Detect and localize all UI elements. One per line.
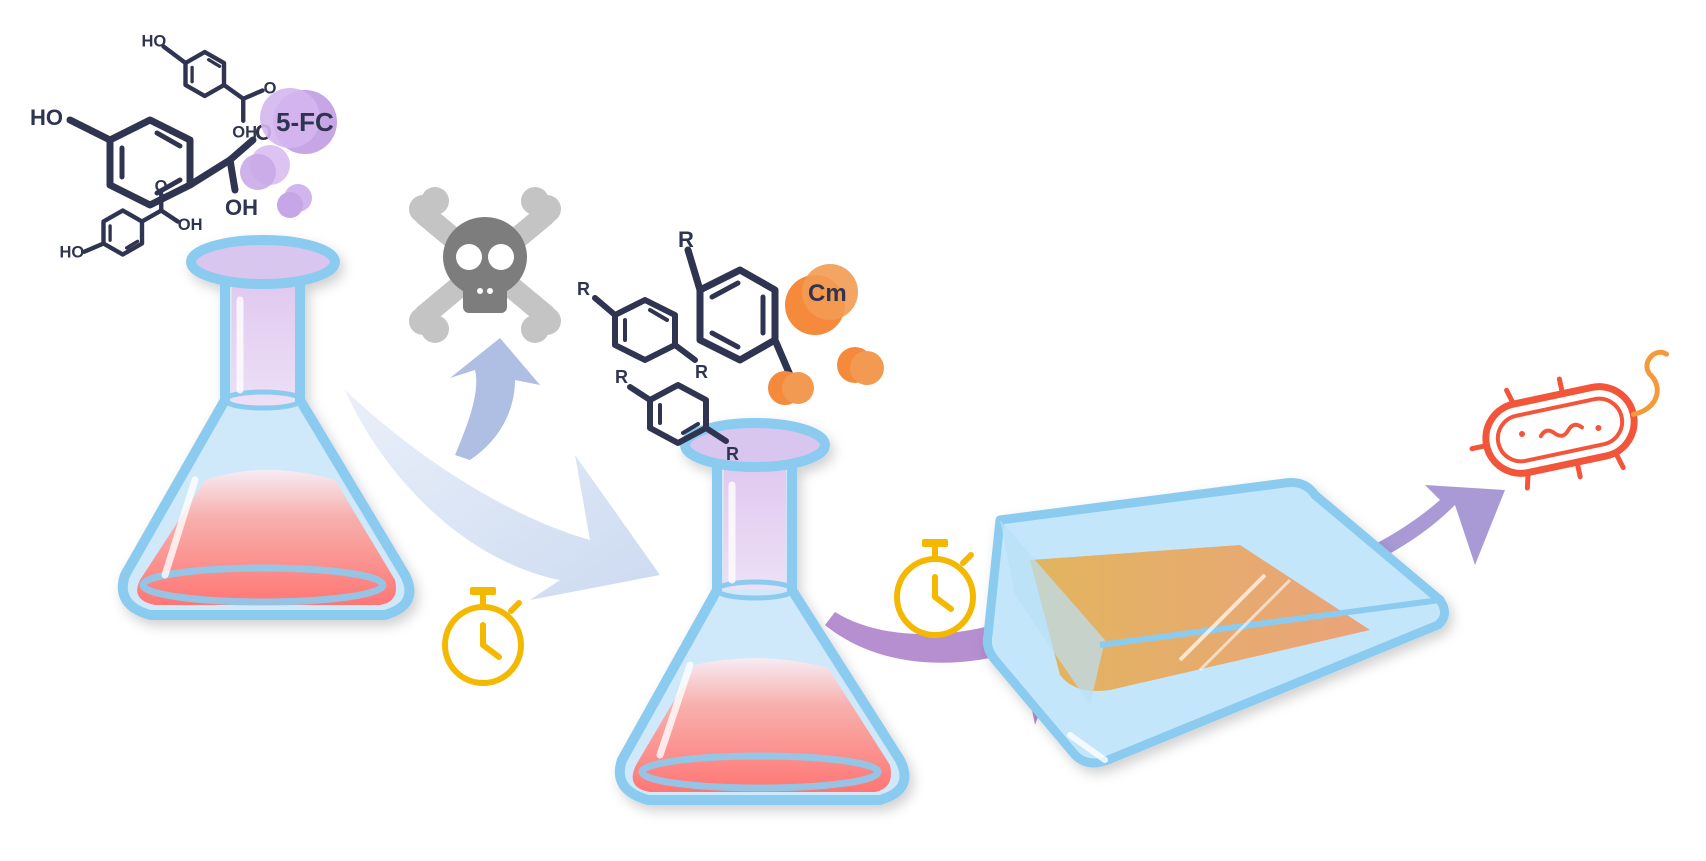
substituent-label: R	[695, 362, 708, 382]
stopwatch-icon	[894, 539, 976, 638]
flask-selection-culture	[614, 418, 910, 805]
substituent-label: R	[577, 279, 590, 299]
hydroxybenzoic-acid-small-bottom: HO O OH	[60, 177, 203, 261]
substituted-benzene-medium: R R	[577, 279, 708, 382]
arrow-to-second-flask	[345, 390, 660, 600]
hydroxybenzoic-acid-large: HO O OH	[30, 105, 272, 220]
substituent-label: R	[678, 227, 694, 252]
substituted-benzene-small: R R	[615, 367, 739, 464]
agar-plate	[982, 478, 1449, 768]
fc-reagent-label: 5-FC	[276, 107, 334, 137]
acid-hydroxyl-label: OH	[225, 195, 258, 220]
substituent-label: R	[726, 444, 739, 464]
hydroxyl-label: HO	[30, 105, 63, 130]
cm-reagent-label: Cm	[808, 280, 847, 307]
substituent-label: R	[615, 367, 628, 387]
carbonyl-label: O	[155, 177, 168, 195]
bacterium-icon	[1469, 349, 1670, 491]
hydroxybenzoic-acid-small-top: HO O OH	[142, 33, 277, 142]
acid-hydroxyl-label: OH	[232, 123, 257, 141]
stopwatch-icon	[442, 587, 524, 686]
arrow-to-toxicity	[450, 338, 540, 460]
acid-hydroxyl-label: OH	[178, 216, 203, 234]
fc-reagent-bubbles: 5-FC	[240, 88, 337, 218]
hydroxyl-label: HO	[142, 33, 167, 51]
skull-crossbones-icon	[409, 187, 561, 343]
carbonyl-label: O	[264, 79, 277, 97]
cm-reagent-bubbles: Cm	[768, 264, 884, 405]
flask-initial-culture	[117, 235, 415, 620]
hydroxyl-label: HO	[60, 243, 85, 261]
